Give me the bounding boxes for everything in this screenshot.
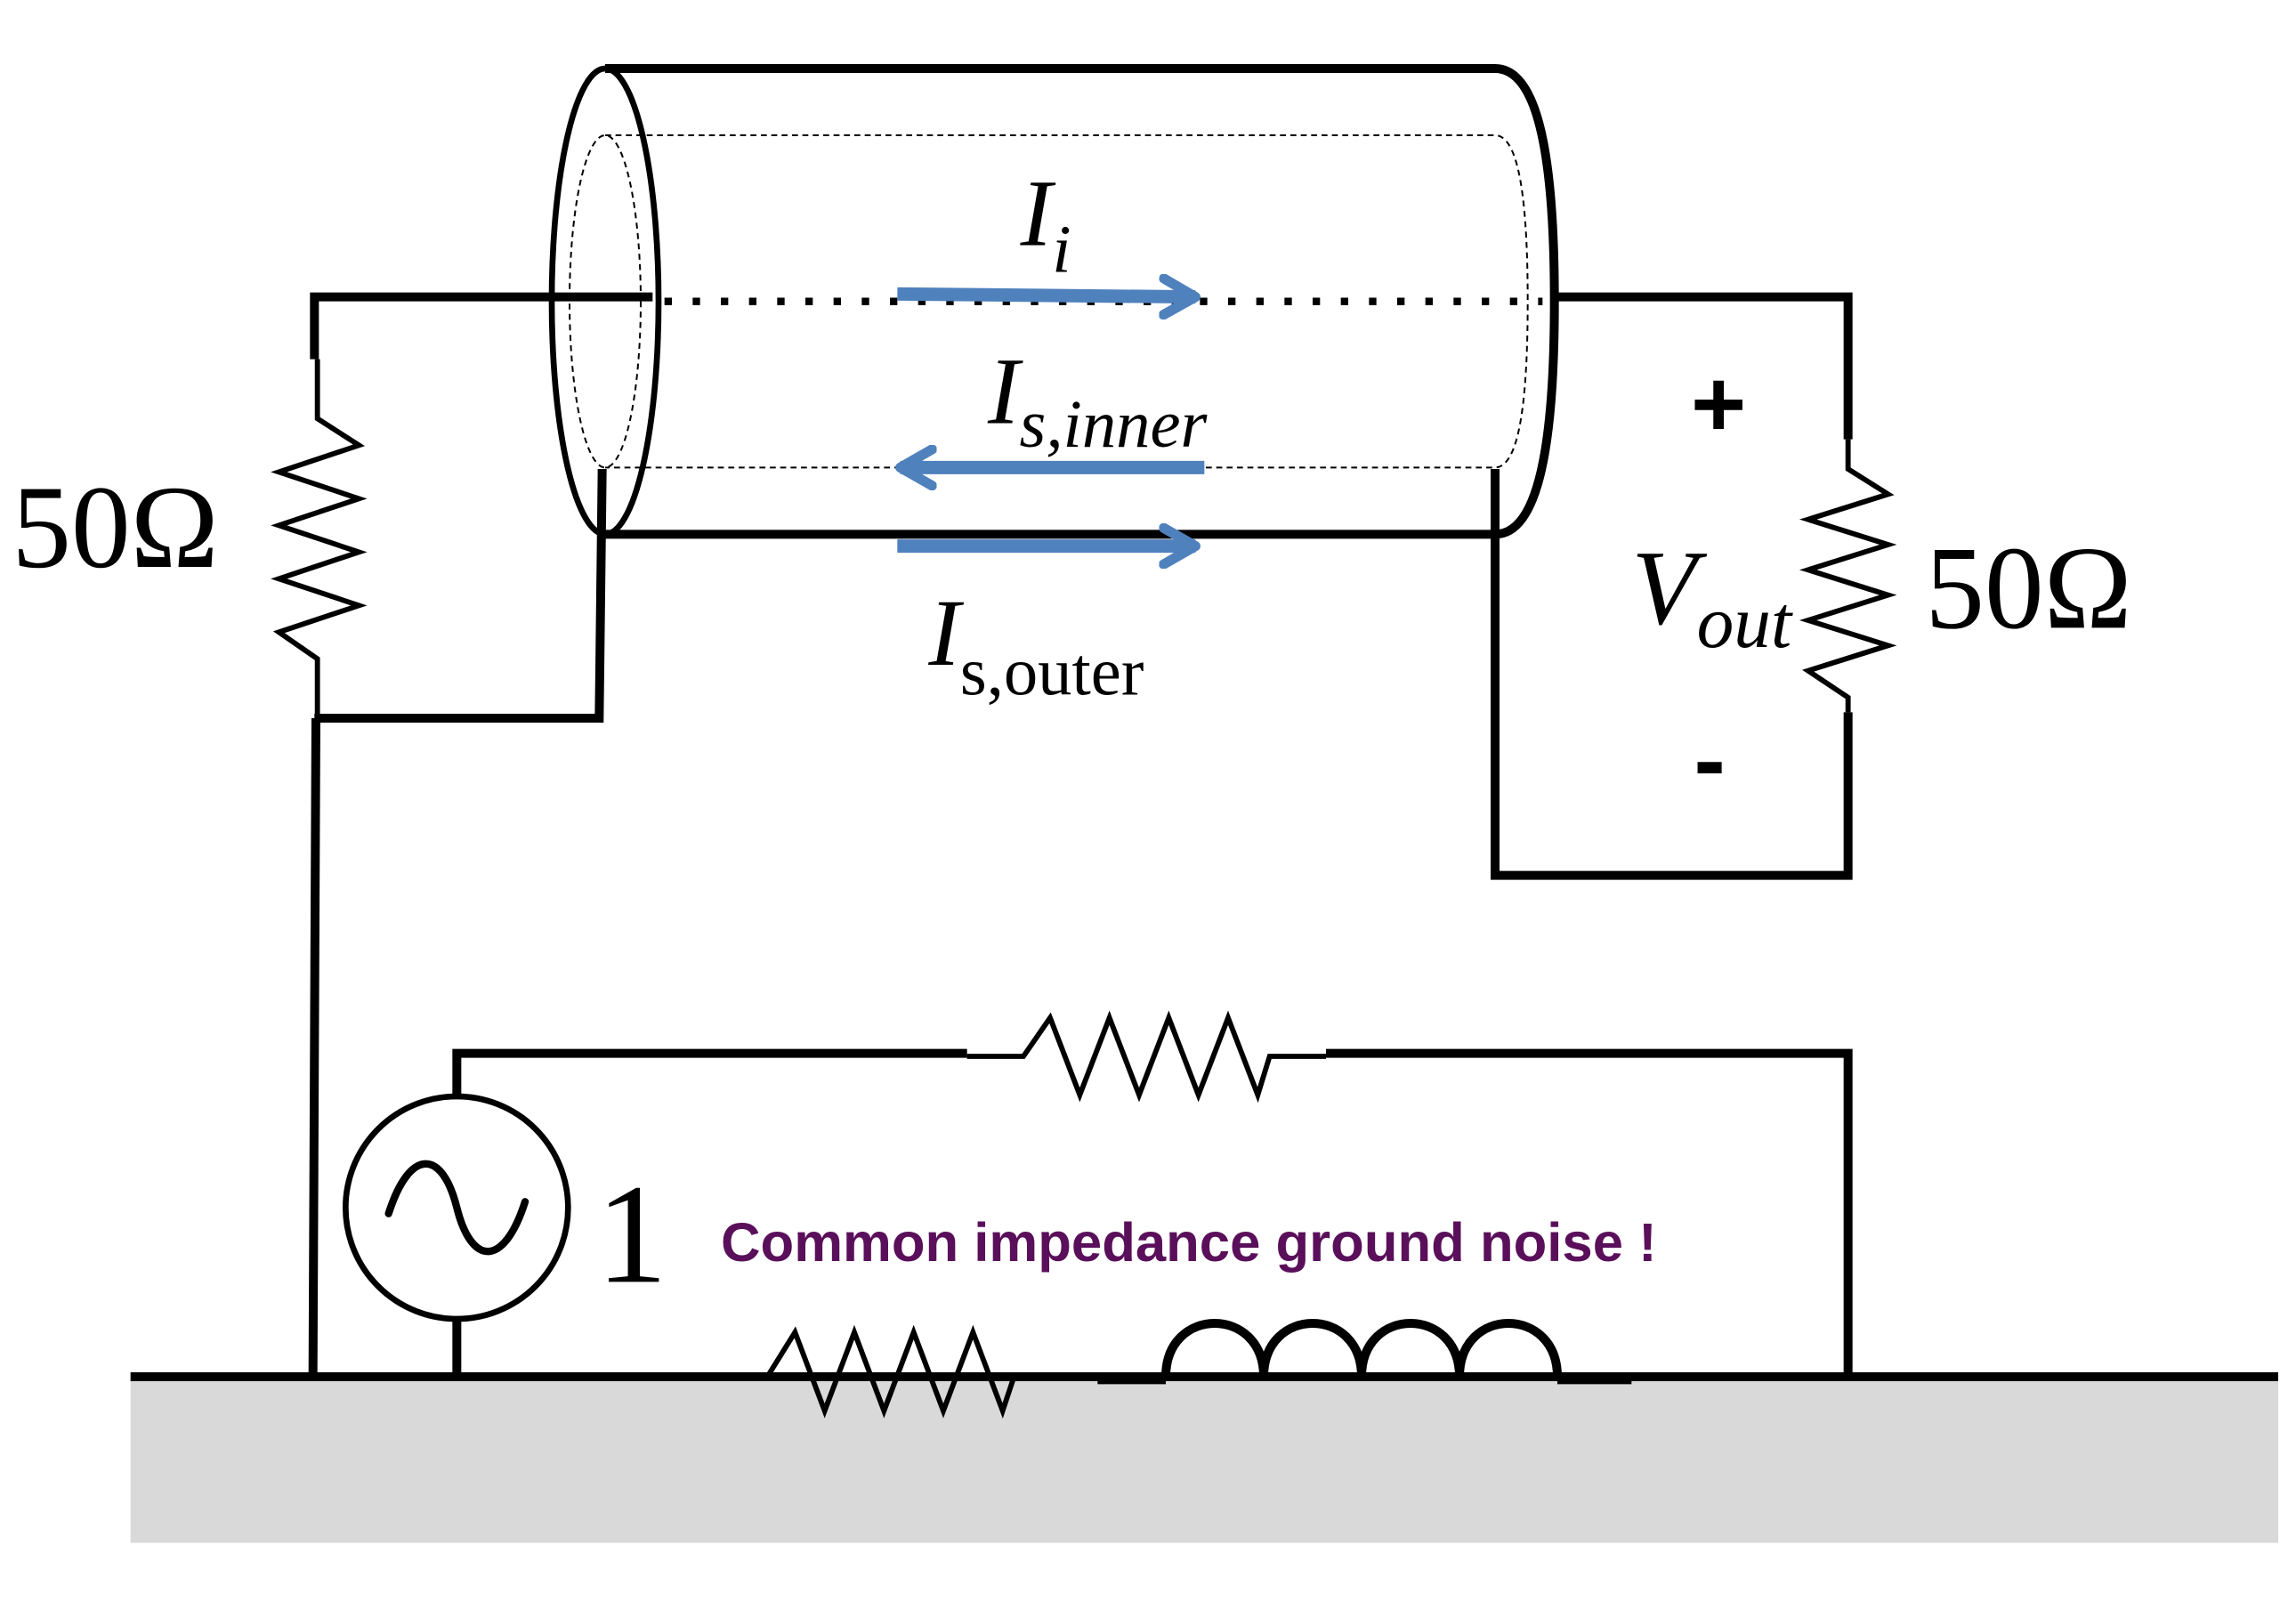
svg-text:Is,inner: Is,inner <box>987 339 1209 462</box>
label-vout-minus: - <box>1694 706 1726 813</box>
label-is-outer-sub: s,outer <box>960 634 1144 709</box>
ground-resistor <box>712 1324 1065 1419</box>
label-is-inner-sub: s,inner <box>1020 386 1209 462</box>
label-r-right: 50Ω <box>1925 522 2131 653</box>
label-is-inner-main: I <box>987 339 1023 444</box>
ground-plane <box>130 1377 2278 1543</box>
coax-right-end <box>1494 64 1559 539</box>
caption: Common impedance ground noise ! <box>721 1212 1657 1274</box>
label-r-left: 50Ω <box>12 461 218 593</box>
label-vout-main: V <box>1631 528 1707 646</box>
sine-wave-icon <box>384 1160 530 1256</box>
resistor-right <box>1799 439 1897 713</box>
label-is-outer-main: I <box>927 581 964 686</box>
label-vout-plus: + <box>1691 350 1746 457</box>
arrow-i-inner <box>897 294 1195 296</box>
ground-inductor <box>1161 1319 1562 1378</box>
resistor-ground-loop <box>966 1010 1326 1104</box>
resistor-left <box>271 359 368 719</box>
label-source-value: 1 <box>596 1154 667 1313</box>
svg-text:Is,outer: Is,outer <box>927 581 1144 709</box>
label-i-sub: i <box>1052 211 1071 287</box>
label-vout-sub: out <box>1697 582 1793 664</box>
label-i-main: I <box>1020 161 1056 266</box>
coax-inner-outline <box>605 134 1529 469</box>
svg-text:Vout: Vout <box>1631 528 1793 664</box>
svg-text:Ii: Ii <box>1020 161 1071 287</box>
